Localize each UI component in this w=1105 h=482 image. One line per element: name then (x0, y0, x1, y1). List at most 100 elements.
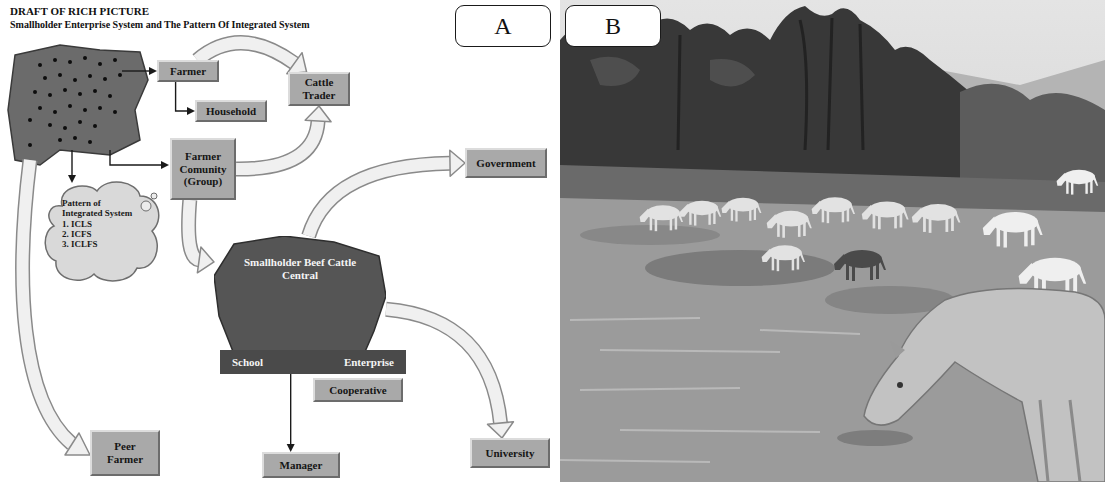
drawn-ellipse (645, 250, 835, 286)
drawn-path (590, 57, 755, 87)
drawn-use (680, 201, 722, 226)
drawn-circle (93, 89, 97, 93)
link-head (187, 107, 195, 115)
drawn-circle (83, 108, 87, 112)
arrow-head (197, 247, 214, 273)
drawn-path (890, 340, 905, 358)
arrow-head (287, 53, 307, 74)
arrow-body (189, 200, 200, 260)
link-line (290, 374, 291, 444)
bubble-dot (141, 201, 151, 211)
drawn-circle (58, 138, 62, 142)
drawn-path (122, 70, 150, 71)
drawn-circle (33, 90, 37, 94)
actor-box: Peer Farmer (90, 430, 160, 476)
drawn-use (862, 201, 909, 229)
node-text: University (486, 447, 535, 460)
drawn-circle (38, 106, 42, 110)
actor-box: Household (195, 100, 267, 122)
drawn-path (110, 150, 162, 165)
link-arrow (176, 82, 195, 115)
drawn-circle (48, 93, 52, 97)
node-text: Farmer Comunity (Group) (176, 150, 230, 188)
drawn-polygon (65, 433, 90, 455)
panel-letter: B (565, 5, 661, 47)
drawn-path (864, 288, 1105, 482)
actor-box: Cattle Trader (288, 72, 350, 106)
drawn-circle (103, 77, 107, 81)
drawn-circle (28, 143, 32, 147)
link-head (287, 444, 295, 452)
actor-box: Farmer (157, 60, 219, 82)
drawn-use (812, 197, 855, 223)
drawn-path (678, 18, 863, 150)
drawn-g (834, 250, 886, 281)
actor-box: Farmer Comunity (Group) (170, 138, 236, 200)
link-line (176, 82, 187, 111)
drawn-circle (88, 74, 92, 78)
figure-title: DRAFT OF RICH PICTURE (10, 5, 149, 17)
actor-box: Manager (262, 452, 340, 478)
drawn-use (762, 245, 805, 271)
actor-box: University (470, 438, 550, 468)
blob-outline (214, 236, 386, 354)
drawn-g (640, 197, 961, 271)
arrow-outline (189, 200, 200, 260)
thought-cloud: Pattern of Integrated System1. ICLS2. IC… (42, 176, 164, 286)
drawn-circle (28, 118, 32, 122)
drawn-circle (118, 73, 122, 77)
drawn-circle (113, 58, 117, 62)
drawn-circle (63, 88, 67, 92)
drawn-circle (98, 106, 102, 110)
drawn-polygon (68, 175, 76, 183)
drawn-circle (78, 92, 82, 96)
drawn-g (983, 170, 1098, 298)
arrow-body (236, 121, 318, 169)
drawn-circle (78, 120, 82, 124)
drawn-ellipse (837, 430, 913, 446)
drawn-circle (93, 124, 97, 128)
drawn-path (560, 318, 860, 462)
drawn-use (722, 198, 762, 222)
drawn-circle (98, 62, 102, 66)
actor-box: Government (465, 148, 547, 178)
node-text: Manager (280, 459, 323, 472)
drawn-circle (38, 63, 42, 67)
node-text: B (605, 13, 621, 40)
node-text: A (494, 13, 511, 40)
node-text: Farmer (170, 65, 206, 78)
arrow-outline (309, 163, 450, 236)
node-text: Household (206, 105, 256, 118)
node-text: Cooperative (329, 384, 386, 397)
bubble-dot (151, 193, 157, 199)
drawn-use (912, 204, 961, 233)
drawn-rect (560, 0, 1105, 482)
cloud-shape (45, 182, 159, 281)
drawn-circle (83, 56, 87, 60)
drawn-circle (58, 73, 62, 77)
farm-link-heads (68, 67, 169, 183)
figure-subtitle: Smallholder Enterprise System and The Pa… (10, 19, 310, 30)
drawn-path (71, 150, 72, 176)
node-text: 2. ICFS (62, 229, 92, 239)
actor-box: Cooperative (313, 378, 403, 402)
drawn-polygon (161, 161, 169, 169)
node-text: Pattern of Integrated System (62, 198, 140, 219)
drawn-path (560, 198, 1105, 482)
drawn-circle (68, 104, 72, 108)
drawn-circle (43, 76, 47, 80)
drawn-circle (73, 136, 77, 140)
farm-land-blob (8, 45, 148, 165)
farm-dots (28, 56, 122, 147)
drawn-circle (113, 110, 117, 114)
river-cattle-photo (560, 0, 1105, 482)
drawn-path (1040, 400, 1080, 482)
node-text: 3. ICLFS (62, 239, 98, 249)
node-text: School (232, 356, 263, 368)
node-text: Cattle Trader (294, 76, 344, 101)
arrow-outline (236, 121, 318, 169)
link-arrow (287, 374, 295, 452)
drawn-use (767, 211, 812, 238)
